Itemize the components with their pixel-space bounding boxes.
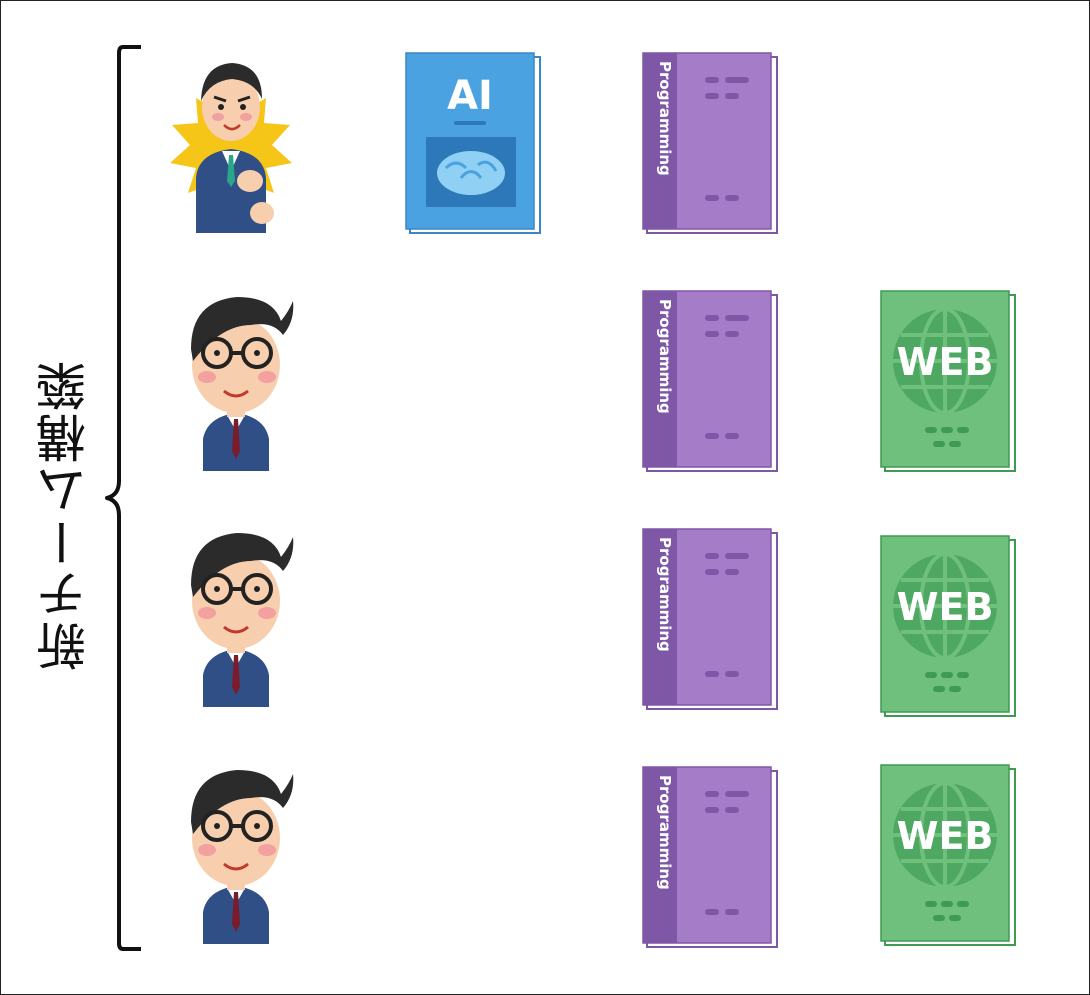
- programming-book-label: Programming: [656, 299, 674, 414]
- ai-book-icon: AI: [405, 52, 546, 238]
- programming-book-icon: Programming: [642, 290, 783, 476]
- ai-book-label: AI: [447, 73, 493, 119]
- web-book-icon: WEB: [880, 290, 1021, 476]
- programming-book-icon: Programming: [642, 528, 783, 714]
- leader-person-icon: [166, 53, 296, 233]
- programming-book-icon: Programming: [642, 766, 783, 952]
- bracket-icon: [93, 41, 153, 956]
- web-book-icon: WEB: [880, 535, 1021, 721]
- web-book-label: WEB: [897, 340, 994, 384]
- member-person-icon: [181, 291, 311, 471]
- web-book-icon: WEB: [880, 764, 1021, 950]
- programming-book-icon: Programming: [642, 52, 783, 238]
- member-person-icon: [181, 764, 311, 944]
- programming-book-label: Programming: [656, 537, 674, 652]
- programming-book-label: Programming: [656, 61, 674, 176]
- programming-book-label: Programming: [656, 775, 674, 890]
- member-person-icon: [181, 527, 311, 707]
- web-book-label: WEB: [897, 814, 994, 858]
- web-book-label: WEB: [897, 585, 994, 629]
